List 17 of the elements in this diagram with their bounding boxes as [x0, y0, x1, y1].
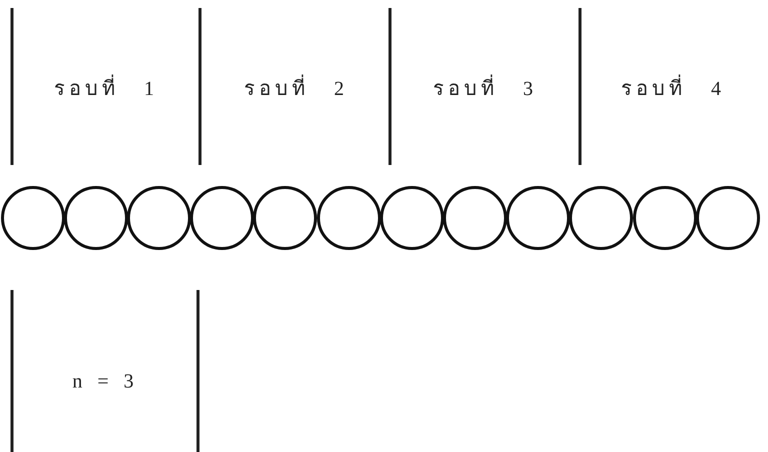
circle-outline [253, 186, 318, 250]
circle-outline [190, 186, 254, 250]
circle-outline [442, 186, 507, 250]
circle-outline [569, 186, 634, 250]
circle-outline [0, 186, 64, 250]
formula-label: n = 3 [72, 370, 136, 394]
circle-outline [506, 186, 570, 250]
circle-outline [64, 186, 128, 250]
circle-outline [126, 186, 191, 250]
circle-outline [316, 186, 380, 250]
round-label: รอบที่ 3 [433, 72, 537, 104]
round-label: รอบที่ 2 [244, 72, 348, 104]
round-label: รอบที่ 4 [621, 72, 725, 104]
circle-outline [696, 186, 760, 250]
circle-outline [632, 186, 696, 250]
round-label: รอบที่ 1 [54, 72, 158, 104]
circle-outline [380, 186, 444, 250]
